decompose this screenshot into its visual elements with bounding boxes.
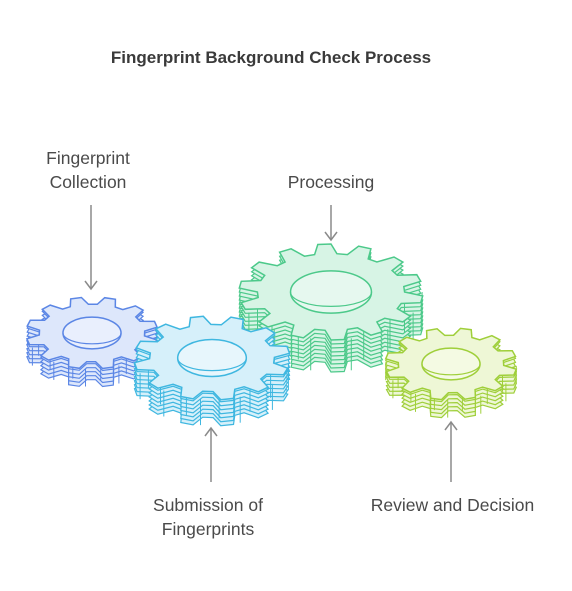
label-line: Processing	[287, 172, 375, 192]
gear-review-decision	[384, 327, 518, 419]
label-line: Submission of	[153, 495, 263, 515]
arrow-fingerprint-collection	[84, 205, 98, 291]
arrow-review-decision	[444, 420, 458, 482]
gear-submission	[133, 315, 291, 427]
arrow-head	[84, 280, 98, 291]
gear-fingerprint-collection	[25, 296, 159, 388]
label-line: Fingerprint	[46, 148, 130, 168]
gear-hub	[421, 347, 481, 381]
arrow-head	[444, 420, 458, 431]
step-label-submission: Submission of Fingerprints	[128, 493, 288, 541]
step-label-review-decision: Review and Decision	[355, 493, 550, 517]
arrow-head	[324, 231, 338, 242]
gear-hub-inner-wall	[421, 363, 481, 376]
arrow-head	[204, 426, 218, 437]
label-line: Fingerprints	[161, 519, 255, 539]
arrow-processing	[324, 205, 338, 242]
gear-ridges	[385, 362, 517, 418]
label-line: Review and Decision	[370, 495, 535, 515]
gear-processing	[238, 243, 424, 373]
diagram-title: Fingerprint Background Check Process	[110, 48, 432, 67]
gear-hub-inner-wall	[62, 332, 122, 345]
step-label-fingerprint-collection: Fingerprint Collection	[18, 146, 158, 194]
step-label-processing: Processing	[256, 170, 406, 194]
gear-hub-inner-wall	[289, 291, 373, 307]
arrow-submission	[204, 426, 218, 482]
label-line: Collection	[49, 172, 127, 192]
gear-hub-inner-wall	[177, 357, 247, 372]
